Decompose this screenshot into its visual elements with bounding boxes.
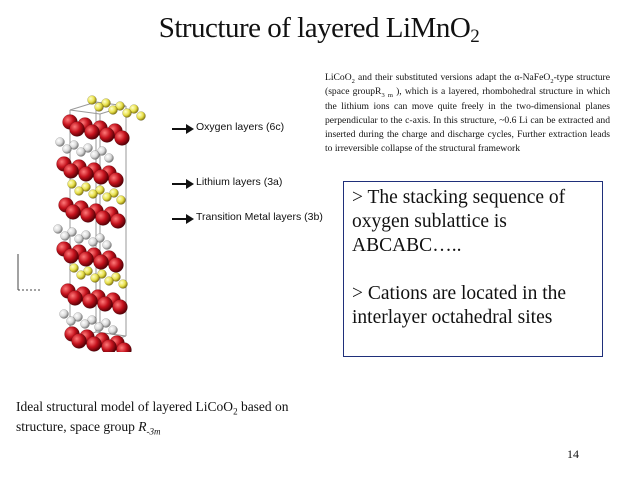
lithium-atom bbox=[69, 263, 79, 273]
label-lithium-layers: Lithium layers (3a) bbox=[196, 176, 283, 188]
transition-metal-atom bbox=[59, 309, 69, 319]
lithium-atom bbox=[67, 179, 77, 189]
lithium-atom bbox=[104, 276, 114, 286]
lithium-atom bbox=[83, 266, 93, 276]
oxygen-atom bbox=[86, 336, 102, 352]
figure-caption: Ideal structural model of layered LiCoO2… bbox=[16, 399, 289, 437]
oxygen-atom bbox=[78, 251, 94, 267]
lithium-atom bbox=[74, 186, 84, 196]
title-subscript: 2 bbox=[470, 26, 480, 47]
lithium-atom bbox=[95, 185, 105, 195]
oxygen-atom bbox=[63, 163, 79, 179]
transition-metal-atom bbox=[97, 146, 107, 156]
lithium-atom bbox=[129, 104, 139, 114]
oxygen-atom bbox=[112, 299, 128, 315]
title-text: Structure of layered LiMnO bbox=[158, 12, 471, 44]
slide-title: Structure of layered LiMnO2 bbox=[0, 10, 638, 46]
oxygen-atom bbox=[69, 121, 85, 137]
description-paragraph: LiCoO2 and their substituted versions ad… bbox=[325, 72, 610, 155]
lithium-atom bbox=[118, 279, 128, 289]
page-number: 14 bbox=[567, 447, 579, 461]
oxygen-atom bbox=[97, 296, 113, 312]
oxygen-atom bbox=[93, 254, 109, 270]
label-oxygen-layers: Oxygen layers (6c) bbox=[196, 121, 285, 133]
transition-metal-atom bbox=[55, 137, 65, 147]
unit-cell-edge bbox=[69, 109, 101, 115]
oxygen-atom bbox=[116, 342, 132, 352]
oxygen-atom bbox=[80, 207, 96, 223]
lithium-atom bbox=[94, 102, 104, 112]
lithium-arrow bbox=[172, 179, 194, 189]
oxygen-atom bbox=[99, 127, 115, 143]
oxygen-atom bbox=[114, 130, 130, 146]
oxygen-atom bbox=[63, 248, 79, 264]
transition-metal-atom bbox=[76, 147, 86, 157]
lithium-atom bbox=[101, 98, 111, 108]
transition-metal-atom bbox=[81, 230, 91, 240]
oxygen-atom bbox=[108, 172, 124, 188]
transition-metal-atom bbox=[102, 240, 112, 250]
label-transition-metal-layers: Transition Metal layers (3b) bbox=[196, 211, 323, 223]
oxygen-atom bbox=[110, 213, 126, 229]
callout-stacking-sequence: > The stacking sequence of oxygen sublat… bbox=[352, 187, 566, 256]
transition-metal-atom bbox=[62, 144, 72, 154]
transition-metal-atom bbox=[73, 312, 83, 322]
lithium-atom bbox=[109, 188, 119, 198]
transition-metal-atom bbox=[94, 322, 104, 332]
oxygen-atom bbox=[108, 257, 124, 273]
crystal-structure-illustration bbox=[17, 95, 146, 352]
oxygen-atom bbox=[67, 290, 83, 306]
transition-metal-atom bbox=[87, 315, 97, 325]
transition-metal-atom bbox=[90, 150, 100, 160]
transition-metal-atom bbox=[60, 231, 70, 241]
oxygen-atom bbox=[82, 293, 98, 309]
transition-metal-atom bbox=[53, 224, 63, 234]
transition-metal-atom bbox=[67, 227, 77, 237]
lithium-atom bbox=[76, 270, 86, 280]
oxygen-atom bbox=[78, 166, 94, 182]
lithium-atom bbox=[90, 273, 100, 283]
oxygen-arrow bbox=[172, 124, 194, 134]
oxygen-atom bbox=[65, 204, 81, 220]
lithium-atom bbox=[111, 272, 121, 282]
transition-metal-atom bbox=[101, 318, 111, 328]
callout-box: > The stacking sequence of oxygen sublat… bbox=[343, 181, 603, 357]
lithium-atom bbox=[136, 111, 146, 121]
lithium-atom bbox=[108, 105, 118, 115]
transition-metal-atom bbox=[66, 316, 76, 326]
transition-metal-atom bbox=[74, 234, 84, 244]
transition-metal-atom bbox=[69, 140, 79, 150]
transition-metal-atom bbox=[104, 153, 114, 163]
lithium-atom bbox=[102, 192, 112, 202]
oxygen-atom bbox=[71, 333, 87, 349]
lithium-atom bbox=[87, 95, 97, 105]
lithium-atom bbox=[122, 108, 132, 118]
oxygen-atom bbox=[93, 169, 109, 185]
transition-metal-atom bbox=[80, 319, 90, 329]
transition-metal-atom bbox=[88, 237, 98, 247]
lithium-atom bbox=[97, 269, 107, 279]
lithium-atom bbox=[116, 195, 126, 205]
oxygen-atom bbox=[101, 339, 117, 352]
transition-metal-atom bbox=[108, 325, 118, 335]
lithium-atom bbox=[81, 182, 91, 192]
oxygen-atom bbox=[95, 210, 111, 226]
lithium-atom bbox=[115, 101, 125, 111]
transition-metal-atom bbox=[95, 233, 105, 243]
oxygen-atom bbox=[84, 124, 100, 140]
callout-cations: > Cations are located in the interlayer … bbox=[352, 283, 567, 328]
transition-metal-atom bbox=[83, 143, 93, 153]
transition-arrow bbox=[172, 214, 194, 224]
lithium-atom bbox=[88, 189, 98, 199]
